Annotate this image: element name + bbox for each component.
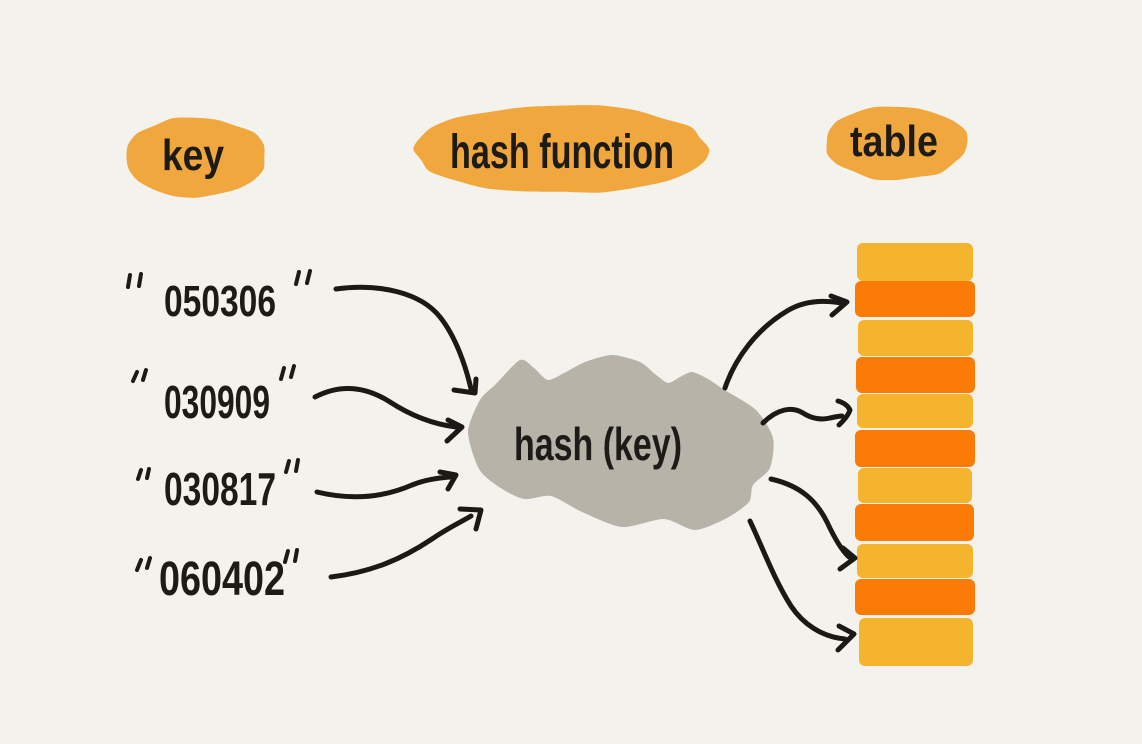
svg-text:060402: 060402 — [159, 553, 285, 606]
svg-text:030817: 030817 — [164, 463, 276, 515]
svg-text:key: key — [162, 131, 224, 180]
svg-text:hash function: hash function — [450, 126, 674, 179]
svg-text:hash (key): hash (key) — [514, 418, 682, 470]
svg-text:030909: 030909 — [164, 376, 270, 428]
svg-text:table: table — [850, 117, 938, 166]
svg-text:050306: 050306 — [164, 277, 276, 326]
